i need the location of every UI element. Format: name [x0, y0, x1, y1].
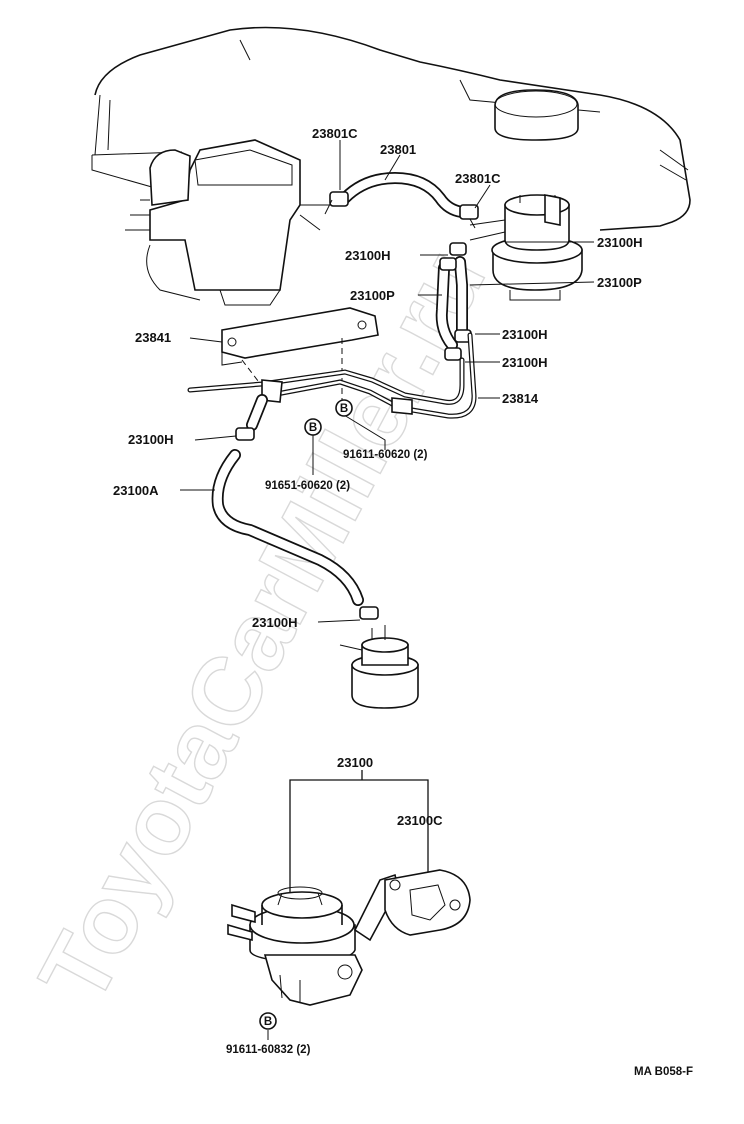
hose-23100p — [435, 256, 468, 351]
figure-code: MA B058-F — [634, 1066, 693, 1078]
label-23100h-6: 23100H — [252, 615, 298, 630]
hose-clamp-23100h-top — [439, 242, 467, 271]
svg-text:B: B — [340, 403, 348, 415]
label-23841: 23841 — [135, 330, 171, 345]
fuel-filter-lower — [339, 625, 419, 709]
label-23801c-right: 23801C — [455, 171, 501, 186]
bracket-23841 — [221, 307, 379, 366]
hose-23100a — [211, 394, 364, 606]
hose-clamp-23100h-mid — [444, 329, 472, 361]
leader-lines — [180, 140, 595, 1040]
label-23801c-left: 23801C — [312, 126, 358, 141]
label-91611-60620: 91611-60620 (2) — [343, 449, 428, 461]
engine-assembly — [91, 26, 691, 306]
fuel-pump-23100 — [227, 770, 471, 1006]
label-91651-60620: 91651-60620 (2) — [265, 480, 350, 492]
label-23100h-1: 23100H — [597, 235, 643, 250]
bolt-marker-91611-b: B — [259, 1012, 277, 1030]
label-23100h-5: 23100H — [128, 432, 174, 447]
hose-clamp-23100h-bottom — [359, 606, 379, 620]
hose-23801 — [339, 171, 468, 218]
bolt-marker-91651: B — [304, 418, 322, 436]
label-23801: 23801 — [380, 142, 416, 157]
hose-clamp-23801c-left — [324, 191, 349, 215]
label-23100h-3: 23100H — [502, 327, 548, 342]
label-91611-60832: 91611-60832 (2) — [226, 1044, 311, 1056]
label-23100a: 23100A — [113, 483, 159, 498]
fuel-pipe-23814 — [187, 332, 477, 419]
hose-clamp-23100h-left — [235, 427, 255, 441]
bolt-marker-91611-a: B — [335, 399, 353, 417]
label-23100c: 23100C — [397, 813, 443, 828]
svg-text:B: B — [264, 1016, 272, 1028]
hose-clamp-23801c-right — [459, 204, 479, 229]
label-23100h-2: 23100H — [345, 248, 391, 263]
label-23100p-1: 23100P — [597, 275, 642, 290]
label-23100p-2: 23100P — [350, 288, 395, 303]
label-23100h-4: 23100H — [502, 355, 548, 370]
svg-text:B: B — [309, 422, 317, 434]
label-23814: 23814 — [502, 391, 539, 406]
label-23100: 23100 — [337, 755, 373, 770]
